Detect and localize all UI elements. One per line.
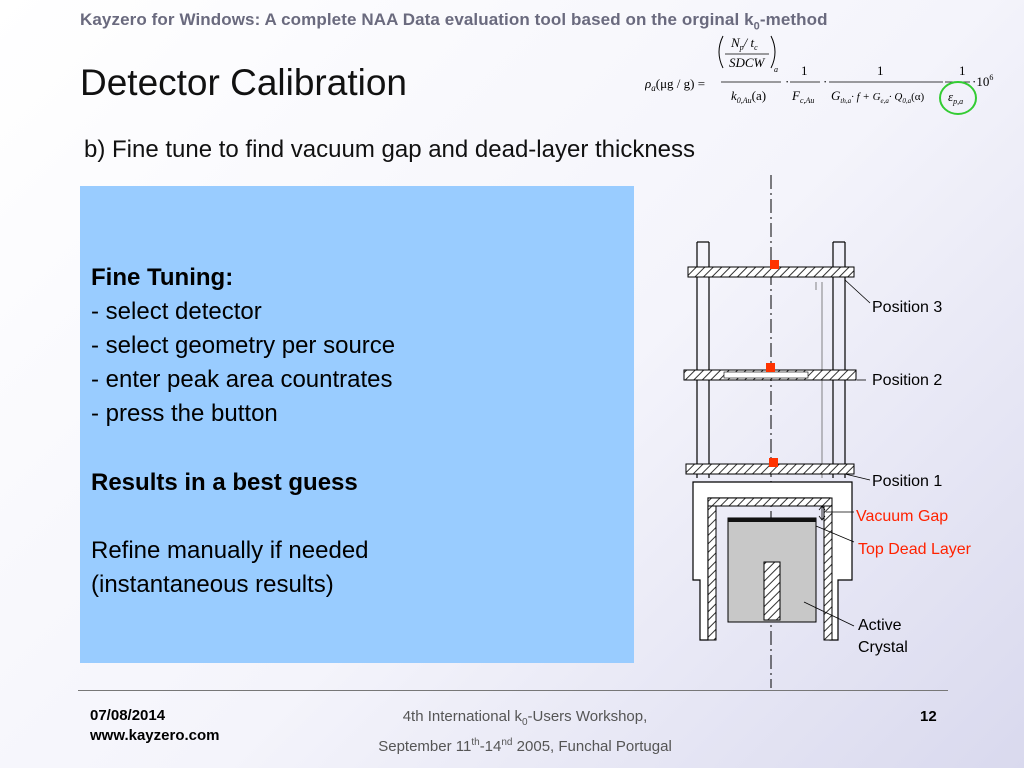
active-crystal-label-line2: Crystal	[858, 639, 908, 656]
support-rods	[696, 241, 846, 478]
formula-sdcw: SDCW	[729, 55, 766, 70]
source-position-2	[766, 363, 775, 372]
formula-fc: Fc,Au	[791, 88, 814, 105]
svg-text:a: a	[774, 65, 778, 74]
instruction-item: - press the button	[91, 400, 278, 427]
crystal-core	[763, 561, 781, 621]
instruction-item: - enter peak area countrates	[91, 366, 393, 393]
refine-text: Refine manually if needed	[91, 537, 369, 564]
source-position-1	[769, 458, 778, 467]
endcap	[707, 497, 833, 507]
position-1-label: Position 1	[872, 473, 942, 490]
formula-k0: k0,Au(a)	[731, 88, 766, 105]
svg-text:·: ·	[785, 74, 789, 89]
formula-denom3: Gth,a· f + Ge,a· Q0,a(α)	[831, 88, 925, 105]
source-position-3	[770, 260, 779, 269]
footer-event: 4th International k0-Users Workshop, Sep…	[378, 708, 672, 755]
instructions-box: Fine Tuning: - select detector - select …	[80, 186, 634, 663]
instruction-item: - select detector	[91, 298, 262, 325]
top-dead-layer	[728, 518, 816, 522]
result-text: Results in a best guess	[91, 469, 358, 496]
position-2-label: Position 2	[872, 372, 942, 389]
refine-note: (instantaneous results)	[91, 571, 334, 598]
k0-formula: ρa(μg / g) = Np/ tc SDCW a k0,Au(a) · 1 …	[645, 35, 993, 115]
footer-left: 07/08/2014 www.kayzero.com	[90, 706, 220, 746]
formula-tail: ·106	[972, 73, 993, 89]
slide-subtitle: b) Fine tune to find vacuum gap and dead…	[84, 136, 696, 163]
page-number: 12	[920, 708, 937, 725]
slide-title: Detector Calibration	[80, 62, 407, 103]
position-3-label: Position 3	[872, 299, 942, 316]
footer-date: 07/08/2014	[90, 707, 166, 724]
vacuum-gap-label: Vacuum Gap	[856, 508, 948, 525]
detector-geometry-diagram: Position 3 Position 2 Position 1 Vacuum …	[683, 175, 972, 688]
svg-text:1: 1	[801, 63, 808, 78]
svg-text:1: 1	[959, 63, 966, 78]
formula-epsilon: εp,a	[948, 89, 963, 106]
footer-website: www.kayzero.com	[90, 727, 220, 744]
svg-text:1: 1	[877, 63, 884, 78]
efficiency-highlight-circle	[939, 81, 977, 115]
header-title: Kayzero for Windows: A complete NAA Data…	[80, 10, 828, 33]
top-dead-layer-label: Top Dead Layer	[858, 541, 972, 558]
svg-text:·: ·	[823, 74, 827, 89]
formula-np: Np/ tc	[730, 35, 758, 52]
instruction-item: - select geometry per source	[91, 332, 396, 359]
active-crystal-label-line1: Active	[858, 617, 902, 634]
footer-divider	[78, 690, 948, 691]
formula-lhs: ρa(μg / g) =	[645, 76, 705, 93]
fine-tuning-heading: Fine Tuning:	[91, 264, 234, 291]
